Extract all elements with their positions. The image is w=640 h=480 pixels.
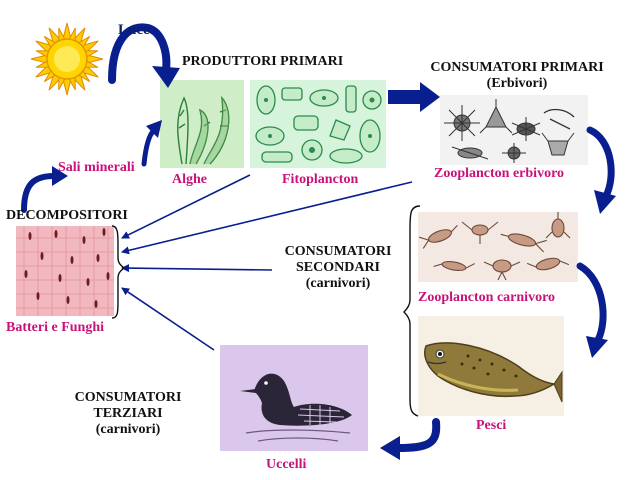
- bacteria-fungi-label: Batteri e Funghi: [6, 320, 104, 335]
- carnivorous-zooplankton-label: Zooplancton carnivoro: [418, 290, 556, 305]
- bird-image: [220, 345, 368, 451]
- tertiary-consumers-title-line2: TERZIARI: [93, 406, 163, 422]
- minerals-label: Sali minerali: [58, 160, 135, 175]
- fish-to-bird-arrow: [394, 418, 441, 452]
- algae-image: [160, 80, 244, 168]
- fish-label: Pesci: [476, 418, 507, 433]
- primary-consumers-title-line2: (Erbivori): [486, 76, 548, 92]
- herbivorous-zooplankton-image: [440, 95, 588, 165]
- producers-arrow-head: [420, 82, 440, 112]
- primary-to-secondary-arrow-head: [594, 190, 616, 214]
- minerals-to-algae-arrow: [141, 127, 157, 167]
- producers-arrow-shaft: [388, 90, 422, 104]
- tertiary-consumers-title-line1: CONSUMATORI: [74, 390, 182, 405]
- primary-to-secondary-arrow: [586, 126, 615, 200]
- producers-title: PRODUTTORI PRIMARI: [182, 54, 344, 69]
- tertiary-to-decomposers-line: [121, 287, 215, 351]
- zoo-to-fish-arrow-head: [586, 336, 608, 358]
- secondary-consumers-title-line2: SECONDARI: [295, 260, 380, 276]
- decomposers-bracket: [111, 225, 125, 319]
- decomposers-title: DECOMPOSITORI: [6, 208, 128, 223]
- primary-consumers-title-line1: CONSUMATORI PRIMARI: [430, 60, 604, 75]
- minerals-to-algae-arrow-head: [146, 120, 162, 138]
- secondary-to-decomposers-line: [121, 264, 273, 273]
- secondary-bracket: [403, 205, 421, 417]
- secondary-consumers-title-line3: (carnivori): [305, 276, 371, 292]
- phytoplankton-label: Fitoplancton: [282, 172, 359, 187]
- secondary-consumers-title: CONSUMATORI SECONDARI (carnivori): [268, 244, 408, 292]
- bird-label: Uccelli: [266, 457, 307, 472]
- tertiary-consumers-title-line3: (carnivori): [95, 422, 161, 438]
- algae-label: Alghe: [172, 172, 207, 187]
- light-arrow: [108, 23, 171, 84]
- fish-to-bird-arrow-head: [380, 436, 400, 460]
- tertiary-consumers-title: CONSUMATORI TERZIARI (carnivori): [58, 390, 198, 438]
- phytoplankton-image: [250, 80, 386, 168]
- fish-image: [418, 316, 564, 416]
- light-label: Luce: [118, 22, 150, 38]
- producers-to-decomposers-line: [121, 174, 251, 239]
- carnivorous-zooplankton-image: [418, 212, 578, 282]
- zoo-to-fish-arrow: [576, 262, 607, 344]
- herbivorous-zooplankton-label: Zooplancton erbivoro: [434, 166, 565, 181]
- sun-icon: [30, 22, 104, 96]
- primary-to-decomposers-line: [121, 181, 413, 255]
- light-arrow-head: [152, 66, 180, 88]
- bacteria-fungi-image: [16, 226, 114, 316]
- primary-consumers-title: CONSUMATORI PRIMARI (Erbivori): [410, 60, 624, 92]
- decomposers-to-minerals-arrow: [21, 173, 57, 213]
- secondary-consumers-title-line1: CONSUMATORI: [284, 244, 392, 259]
- decomposers-to-minerals-arrow-head: [52, 166, 68, 186]
